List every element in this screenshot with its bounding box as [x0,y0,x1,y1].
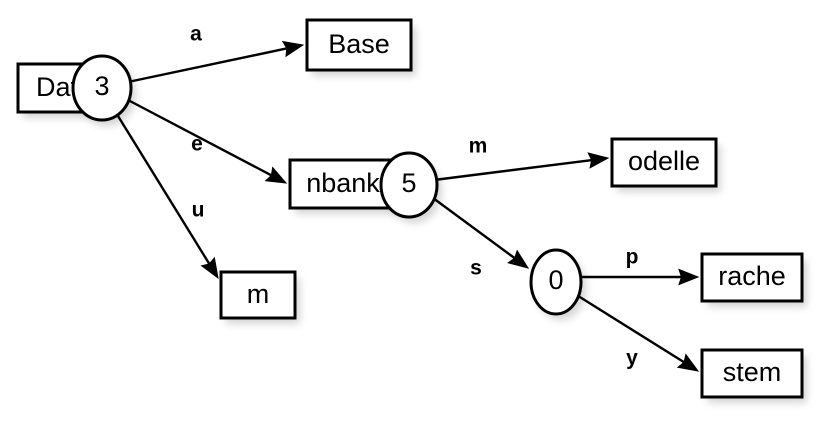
edge-line [127,98,274,178]
arrow-head-icon [676,353,700,372]
node-odelle[interactable]: odelle [610,137,718,188]
edge-line [433,158,594,182]
edge-u [116,115,219,280]
edge-p [578,268,700,286]
edge-labels-layer: a e u m s p y [190,23,638,370]
edge-line [574,292,686,365]
node-label: stem [723,357,782,387]
arrow-head-icon [587,152,610,169]
node-base[interactable]: Base [305,18,413,72]
edge-y [574,292,700,372]
edge-line [432,197,517,261]
node-zero[interactable]: 0 [529,248,583,316]
edges-layer [116,40,700,372]
edge-m [433,152,610,182]
edge-a [127,40,305,84]
node-ellipse[interactable] [71,54,133,122]
node-label: Base [328,29,390,59]
edge-label-u: u [192,199,205,222]
arrow-head-icon [281,40,305,58]
node-label: rache [718,261,786,291]
edge-label-a: a [190,23,202,46]
arrow-head-icon [678,268,700,286]
arrow-head-icon [200,256,219,280]
nodes-layer: Dat 3 Base nbank 5 m odelle 0 rache stem [16,18,807,403]
node-rect[interactable] [219,270,297,320]
node-ellipse[interactable] [529,248,583,316]
node-label: 5 [401,168,416,198]
node-rect[interactable] [305,18,413,72]
edge-line [116,115,212,266]
node-ellipse[interactable] [379,151,439,219]
arrow-head-icon [507,249,530,269]
edge-label-y: y [626,347,638,370]
node-three[interactable]: 3 [71,54,133,122]
node-rect[interactable] [610,137,718,188]
edge-s [432,197,530,269]
node-label: odelle [628,146,700,176]
arrow-head-icon [264,166,288,184]
node-rache[interactable]: rache [700,252,804,303]
node-rect[interactable] [700,348,804,399]
edge-label-s: s [470,257,482,280]
node-five[interactable]: 5 [379,151,439,219]
node-rect[interactable] [700,252,804,303]
edge-label-e: e [191,133,203,156]
node-label: 0 [548,265,563,295]
node-label: m [247,279,270,309]
node-stem[interactable]: stem [700,348,804,399]
edge-e [127,98,288,184]
node-label: Dat [36,72,79,102]
node-m_box[interactable]: m [219,270,297,320]
edge-label-p: p [626,246,639,269]
node-label: 3 [94,71,109,101]
edge-line [127,46,289,84]
node-label: nbank [306,168,380,198]
edge-label-m: m [469,135,488,158]
